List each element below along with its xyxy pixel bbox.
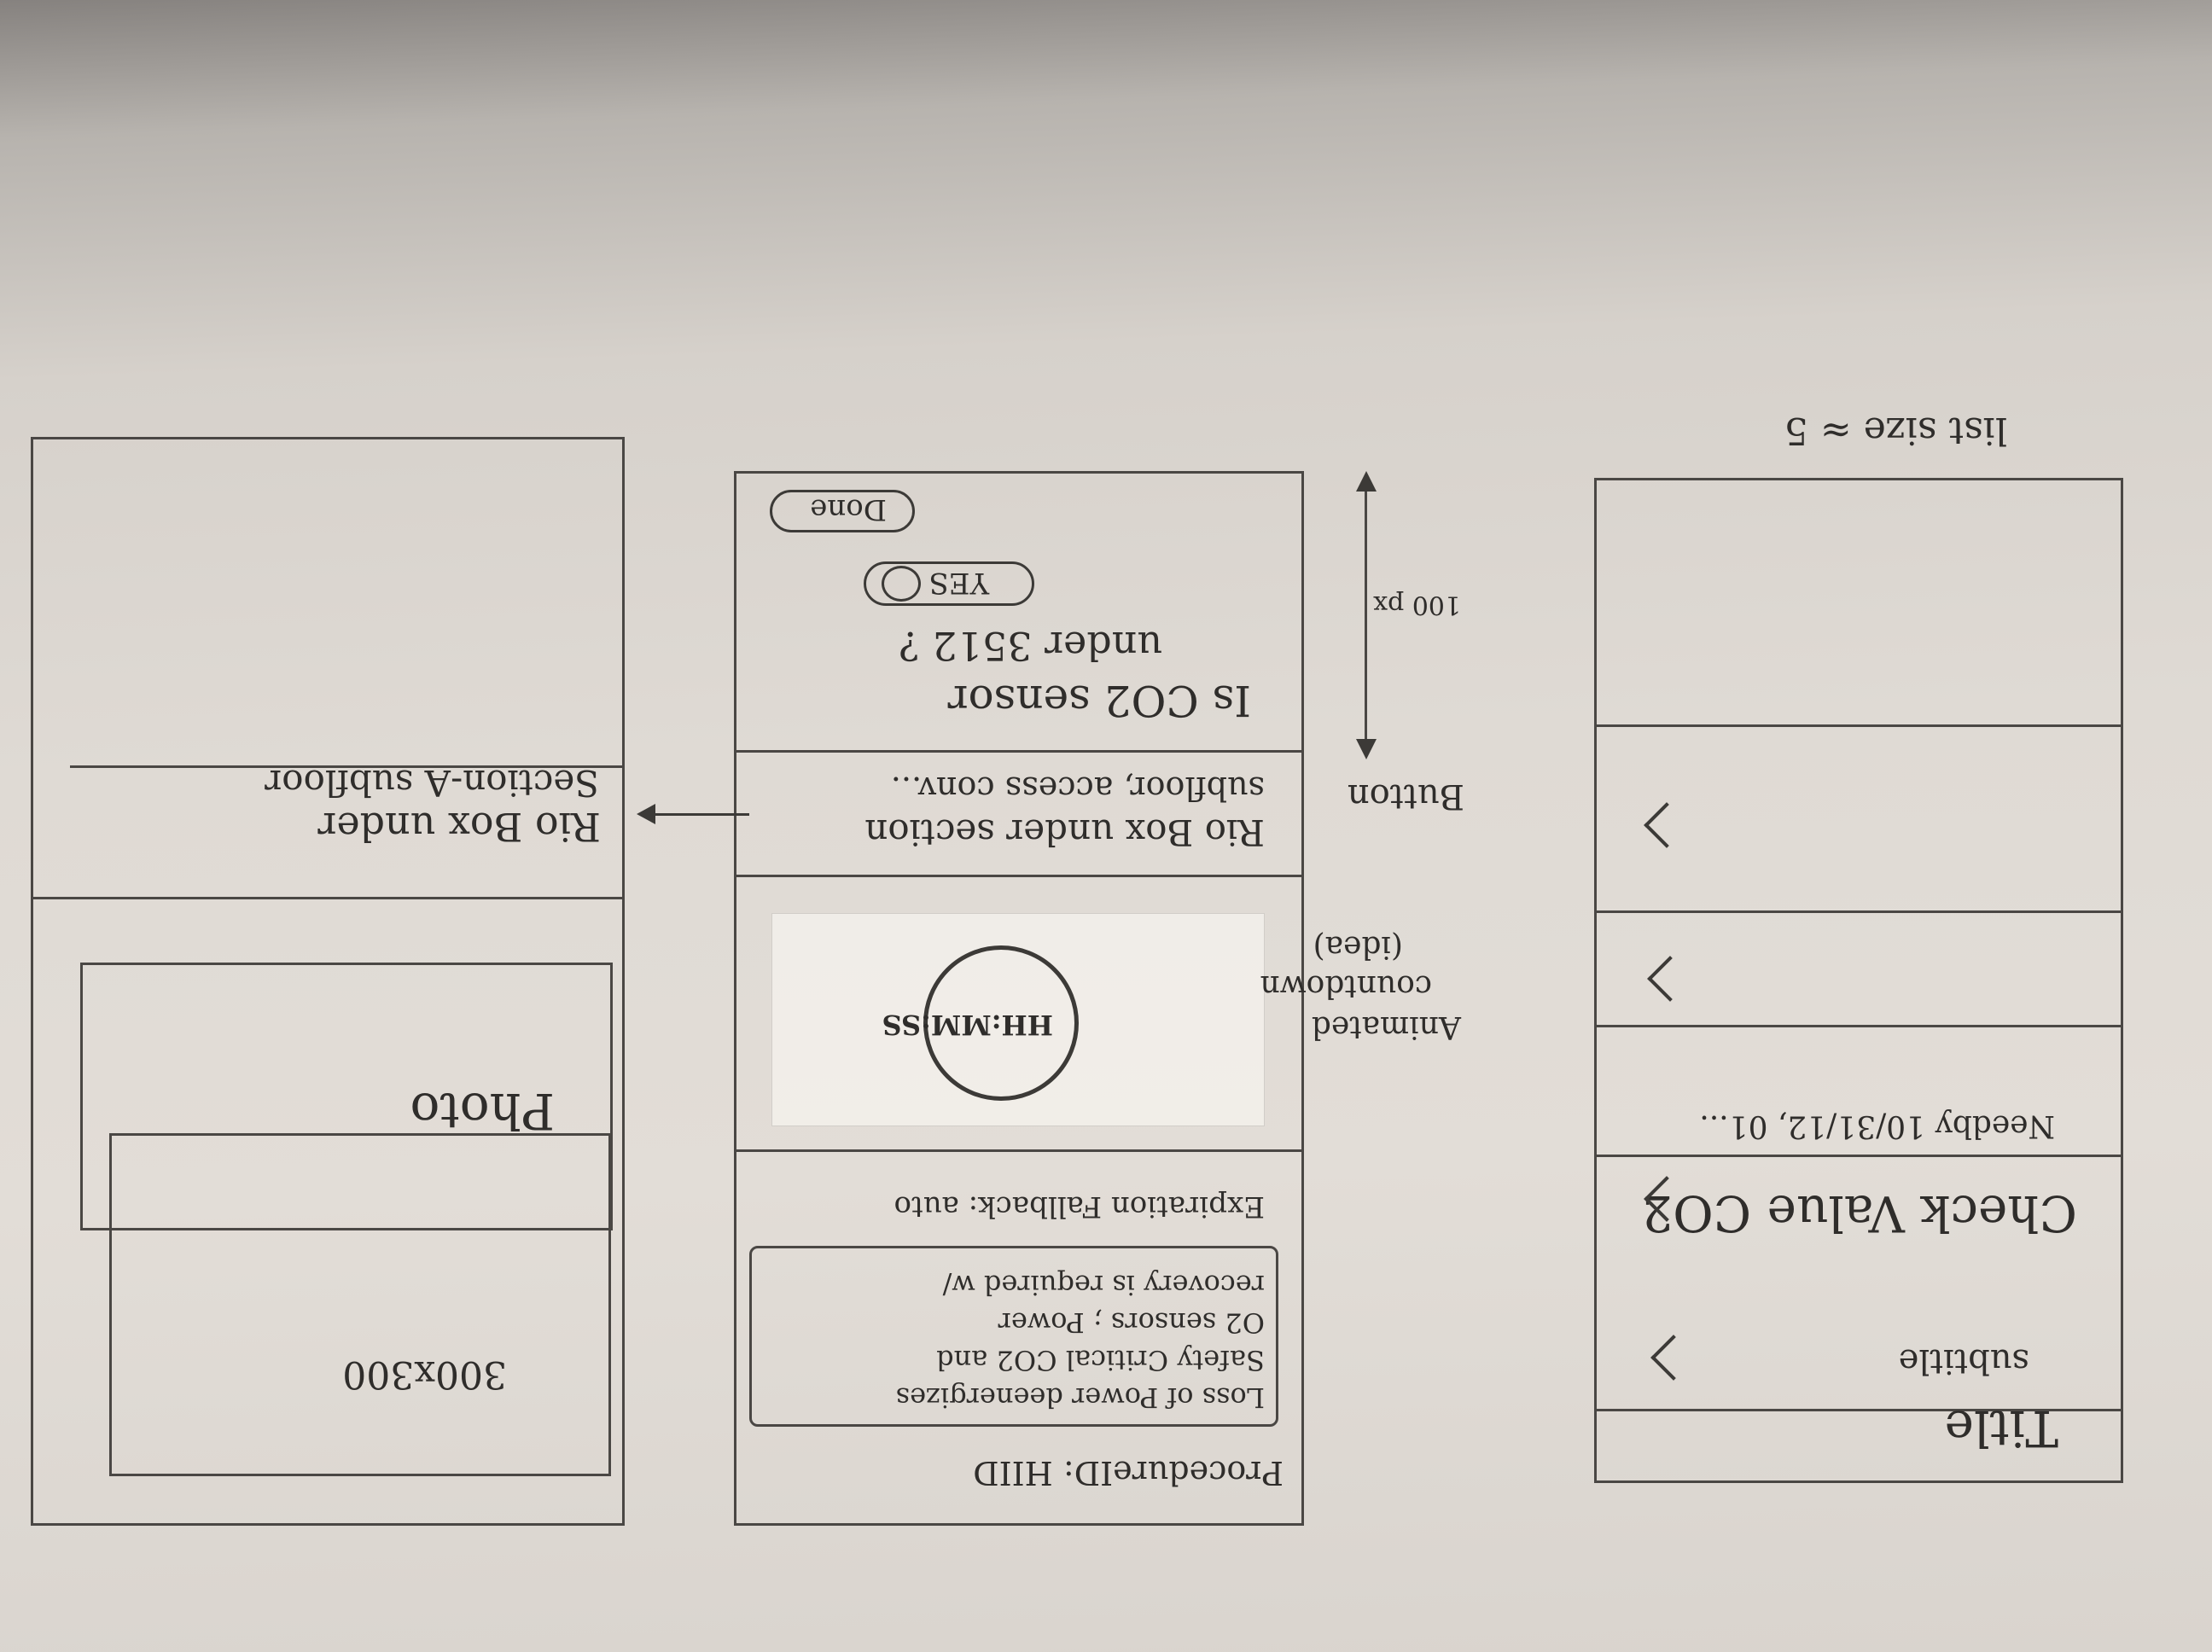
yes-toggle[interactable]: YES [864,561,1034,606]
nav-row-line2: subfloor, access conv... [890,770,1265,807]
procedure-description: Loss of Power deenergizes Safety Critica… [753,1266,1265,1416]
annotation-countdown-2: countdown [1260,969,1432,1003]
height-dimension-line [1365,483,1367,739]
annotation-countdown-1: Animated [1311,1009,1461,1044]
done-button-label: Done [810,492,887,526]
list-item-check-title: Check Value CO2 [1641,1184,2077,1242]
arrow-down-icon [1356,739,1377,759]
arrow-down-icon [1356,471,1377,492]
timer-section-divider [734,1149,1304,1152]
list-size-note: list size ≈ 5 [1784,409,2007,452]
description-line: recovery is required w/ [942,1269,1265,1301]
list-divider [1594,1025,2123,1027]
arrow-right-icon [647,813,749,816]
description-line: O2 sensors ; Power [998,1306,1265,1339]
detail-divider [31,897,625,899]
arrow-right-icon-head [637,804,655,824]
detail-header-line2: Section-A subfloor [265,762,599,804]
list-divider [1594,724,2123,727]
annotation-button: Button [1347,777,1464,816]
annotation-height: 100 px [1373,590,1461,620]
list-item-subtitle-text: subtitle [1898,1341,2029,1381]
question-section-divider [734,750,1304,753]
annotation-countdown-3: (idea) [1313,929,1403,964]
list-divider [1594,1155,2123,1157]
photo-label: Photo [410,1082,555,1140]
expiration-text: Expiration Fallback: auto [894,1190,1265,1224]
toggle-knob [882,566,921,602]
list-item-check-meta: Needby 10/31/12, 01... [1699,1108,2055,1143]
list-item-title-text: Title [1944,1399,2058,1457]
procedure-id: ProcedureID: HIID [973,1454,1284,1492]
detail-header-line1: Rio Box under [317,804,601,850]
nav-row-line1: Rio Box under section [864,811,1265,853]
question-line2: under 3512 ? [899,623,1162,669]
list-divider [1594,910,2123,913]
detail-divider [70,765,625,768]
photo-size-label: 300x300 [342,1352,507,1396]
yes-toggle-label: YES [928,566,989,600]
question-line1: Is CO2 sensor [947,676,1251,725]
done-button[interactable]: Done [770,490,915,532]
countdown-timer: HH:MM:SS [882,1009,1053,1041]
description-line: Loss of Power deenergizes [895,1382,1265,1414]
description-line: Safety Critical CO2 and [936,1344,1265,1376]
